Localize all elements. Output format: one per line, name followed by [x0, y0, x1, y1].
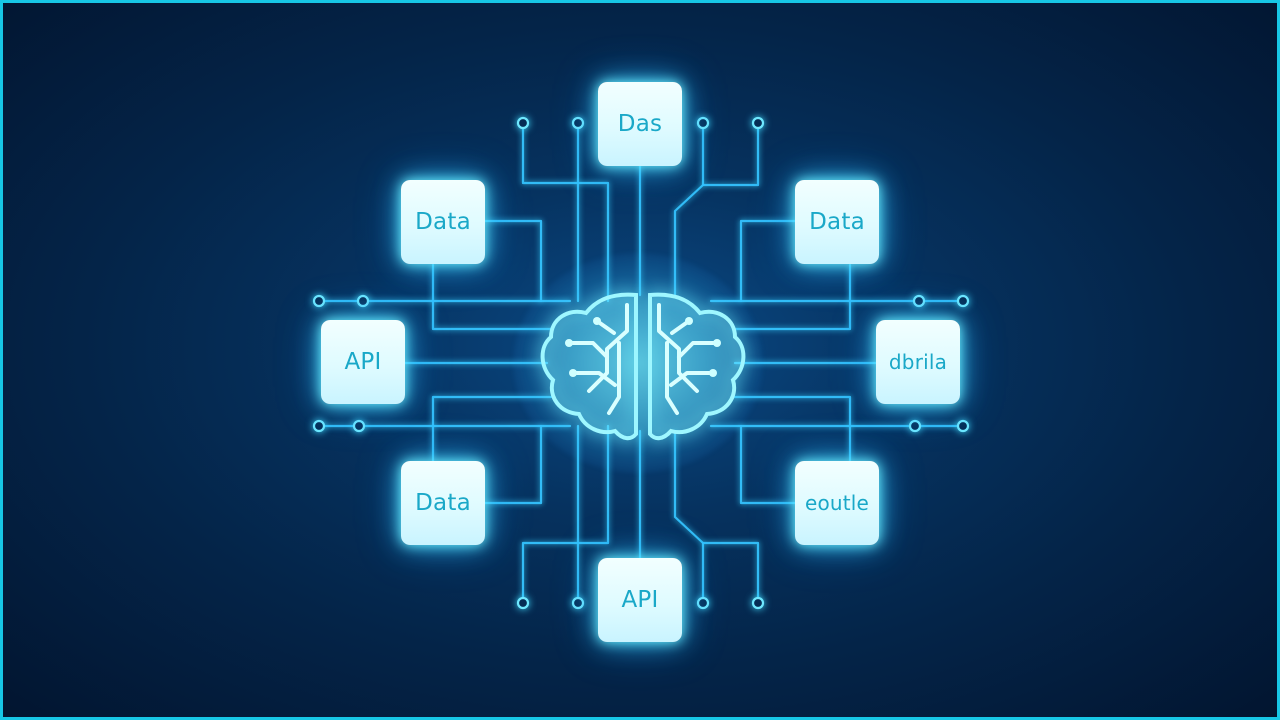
pad-right-row2-inner: [908, 419, 922, 433]
brain-node-4: [713, 339, 721, 347]
middle-right-node-label: dbrila: [888, 350, 948, 374]
trace-top-1: [521, 121, 610, 303]
middle-left-node-label: API: [344, 349, 382, 375]
brain-left-hemisphere: [540, 292, 638, 441]
upper-left-node-label: Data: [415, 209, 471, 235]
lower-left-node-label: Data: [415, 490, 471, 516]
trace-lower-right-box: [739, 424, 799, 505]
trace-lower-left-rise: [431, 395, 553, 463]
bottom-node-box: API: [598, 558, 682, 642]
trace-top-4: [673, 121, 705, 297]
pad-right-row2-outer: [956, 419, 970, 433]
pad-left-row2-outer: [312, 419, 326, 433]
pad-bottom-left-inner: [571, 596, 585, 610]
lower-right-node-box: eoutle: [795, 461, 879, 545]
upper-right-node-label: Data: [809, 209, 865, 235]
trace-lower-left-box: [483, 424, 543, 505]
brain-right-hemisphere: [648, 292, 746, 441]
brain-node-3: [565, 339, 573, 347]
trace-top-5: [701, 121, 760, 187]
pad-bottom-right-outer: [751, 596, 765, 610]
middle-left-node-box: API: [321, 320, 405, 404]
upper-left-node-box: Data: [401, 180, 485, 264]
pad-left-row2-inner: [352, 419, 366, 433]
pad-top-left-inner: [571, 116, 585, 130]
pad-bottom-left-outer: [516, 596, 530, 610]
pad-top-right-inner: [696, 116, 710, 130]
middle-right-node-box: dbrila: [876, 320, 960, 404]
brain-left-circuit: [567, 303, 629, 415]
trace-upper-left-drop: [431, 263, 553, 331]
pad-top-left-outer: [516, 116, 530, 130]
trace-upper-right-drop: [731, 263, 852, 331]
upper-right-node-box: Data: [795, 180, 879, 264]
pad-right-row1-inner: [912, 294, 926, 308]
circuit-lines: [312, 116, 970, 610]
lower-right-node-label: eoutle: [804, 491, 870, 515]
pad-top-right-outer: [751, 116, 765, 130]
trace-bottom-5: [701, 541, 760, 605]
trace-upper-right-box: [739, 219, 799, 303]
pad-bottom-right-inner: [696, 596, 710, 610]
brain-circuit-icon: [540, 292, 746, 441]
trace-lower-right-rise: [731, 395, 852, 463]
trace-bottom-1: [521, 424, 610, 605]
brain-right-circuit: [657, 303, 719, 415]
top-node-label: Das: [617, 111, 663, 137]
brain-node-6: [709, 369, 717, 377]
bottom-node-label: API: [621, 587, 659, 613]
trace-upper-left-box: [483, 219, 543, 303]
brain-node-5: [569, 369, 577, 377]
pad-right-row1-outer: [956, 294, 970, 308]
pad-left-row1-outer: [312, 294, 326, 308]
terminal-pads: [312, 116, 970, 610]
lower-left-node-box: Data: [401, 461, 485, 545]
brain-node-1: [593, 317, 601, 325]
trace-bottom-4: [673, 429, 705, 605]
brain-node-2: [685, 317, 693, 325]
pad-left-row1-inner: [356, 294, 370, 308]
top-node-box: Das: [598, 82, 682, 166]
